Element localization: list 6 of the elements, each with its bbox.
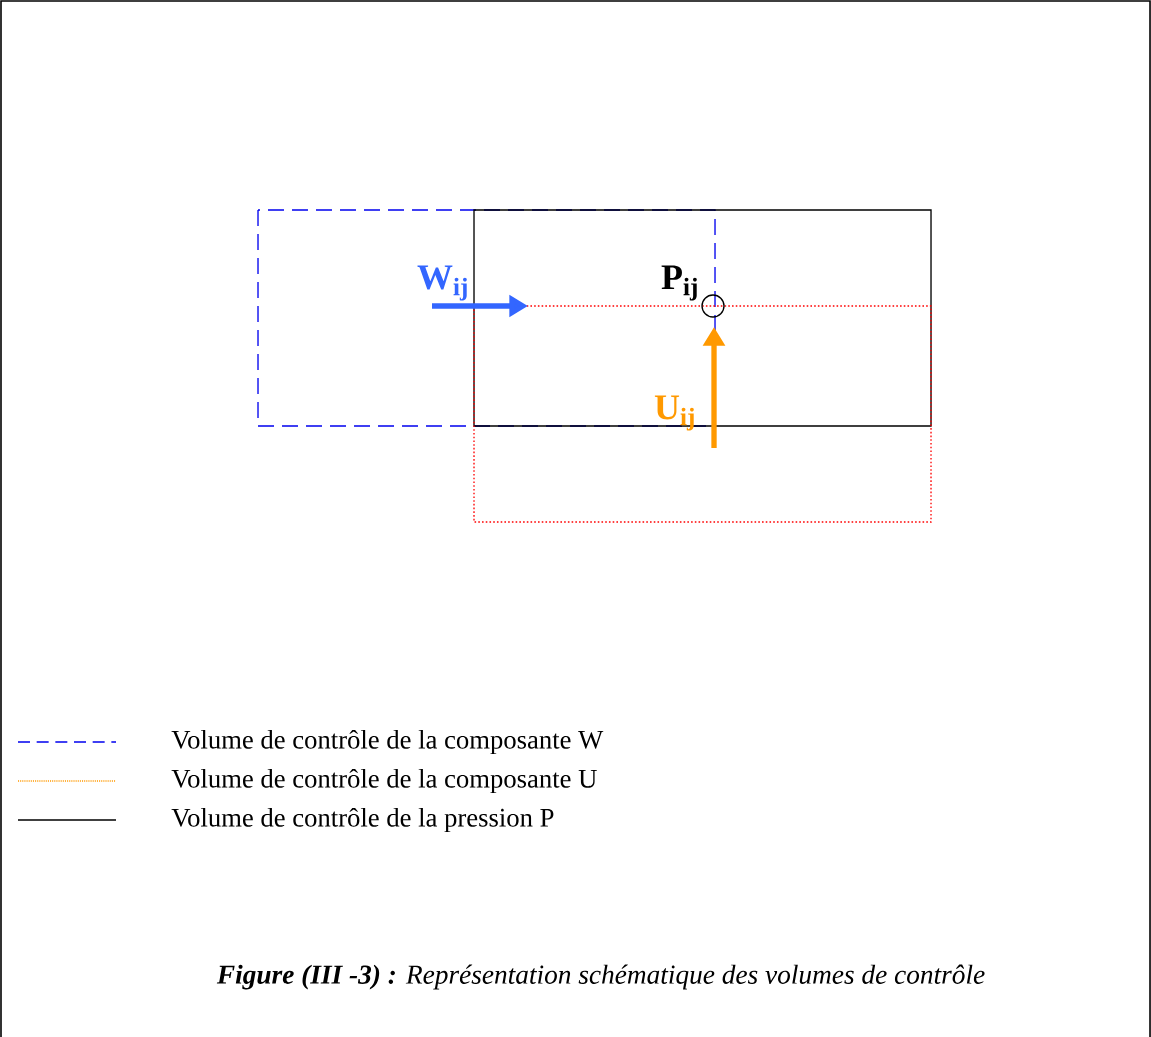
variable-label: W$_{ij}$ bbox=[417, 265, 467, 301]
variable-label: P$_{ij}$ bbox=[661, 265, 697, 301]
caption: Figure (III -3) : Représentation schématique des volumes de contrôle bbox=[216, 964, 985, 990]
legend-text: Volume de contrôle de la composante U bbox=[171, 768, 597, 794]
legend-text: Volume de contrôle de la pression P bbox=[171, 807, 554, 833]
legend-text: Volume de contrôle de la composante W bbox=[171, 729, 604, 755]
